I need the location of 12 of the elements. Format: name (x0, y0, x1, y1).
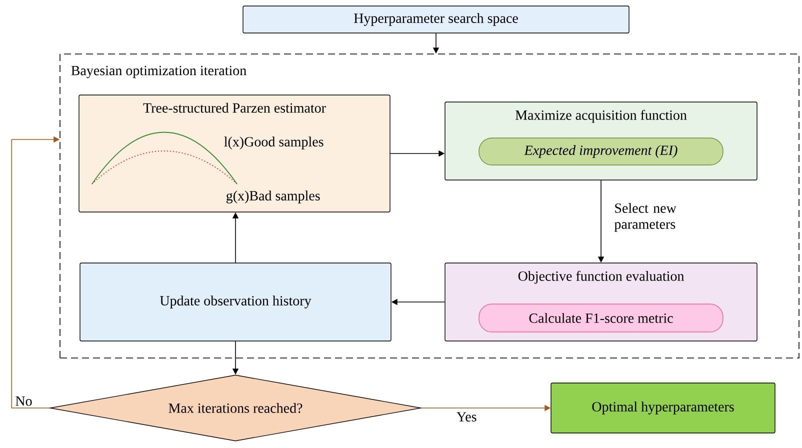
edge-label: No (16, 396, 32, 406)
node-label: Tree-structured Parzen estimator (143, 102, 326, 113)
process-box: Update observation history (80, 262, 392, 342)
node-label: l(x)Good samples (224, 136, 324, 150)
process-box: Tree-structured Parzen estimator l(x)Good samples g(x)Bad samples (78, 94, 390, 212)
process-box: Hyperparameter search space (242, 6, 630, 34)
edge-label: Yes (456, 412, 476, 422)
node-label: g(x)Bad samples (226, 190, 320, 204)
result-box: Optimal hyperparameters (550, 382, 776, 434)
edge-label: Select new parameters (614, 203, 676, 232)
method-pill: Calculate F1-score metric (478, 304, 724, 332)
method-pill: Expected improvement (EI) (478, 138, 724, 166)
